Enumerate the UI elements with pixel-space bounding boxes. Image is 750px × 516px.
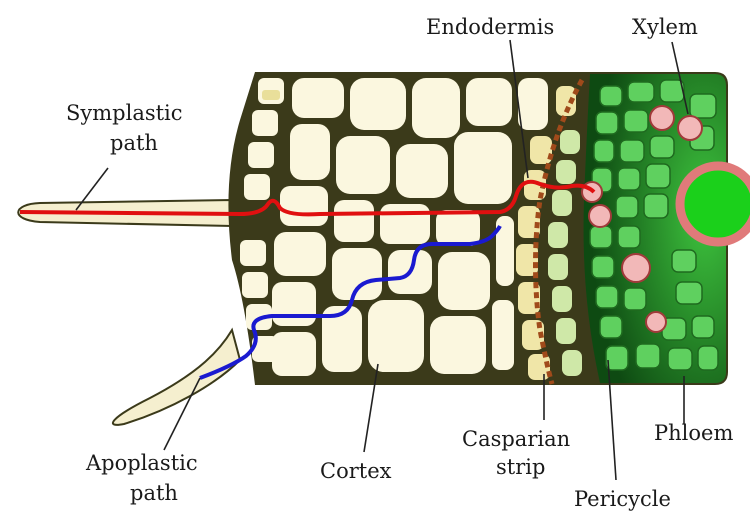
label-xylem: Xylem [632,15,698,39]
label-cortex: Cortex [320,459,392,483]
label-symplastic-path: path [110,131,158,155]
label-apoplastic: Apoplastic [85,451,198,475]
label-symplastic: Symplastic [66,101,183,125]
label-apoplastic-path: path [130,481,178,505]
label-phloem: Phloem [654,421,733,445]
label-casparian-strip: strip [496,455,545,479]
lower-root-hair [113,330,240,425]
label-endodermis: Endodermis [426,15,554,39]
label-pericycle: Pericycle [574,487,671,511]
label-casparian: Casparian [462,427,570,451]
